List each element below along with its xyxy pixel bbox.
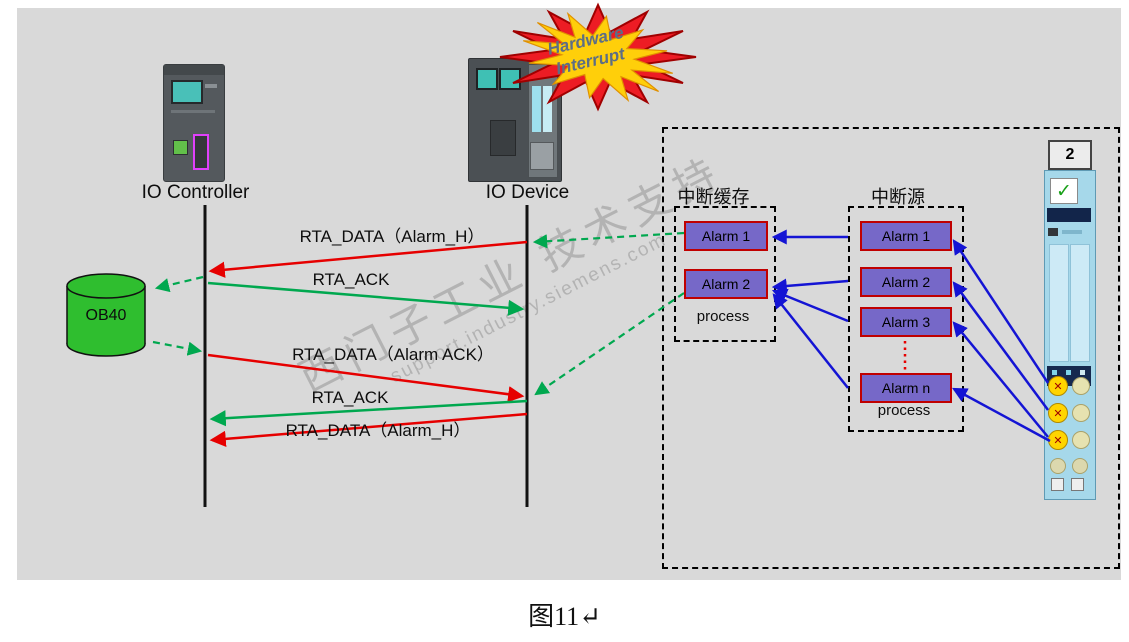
module-slot-badge: 2: [1048, 140, 1092, 170]
io-controller-label: IO Controller: [141, 182, 250, 203]
module-terminal-dot-2: [1066, 370, 1071, 375]
msg1-label: RTA_DATA（Alarm_H）: [299, 227, 485, 246]
module-sf-led: [1048, 228, 1058, 236]
interrupt-source-box: [848, 206, 964, 432]
module-dim-circle-1: [1072, 377, 1090, 395]
source-alarm-1-box: Alarm 1: [860, 221, 952, 251]
device-cyan-strip-2: [543, 86, 552, 132]
module-to-source1-arrow: [952, 239, 1050, 384]
module-terminal-dot-1: [1052, 370, 1057, 375]
source-alarm-2-label: Alarm 2: [881, 274, 931, 290]
module-to-sourcen-arrow: [952, 387, 1051, 443]
interrupt-buffer-box: [674, 206, 776, 342]
msg3-rta-data-alarm-ack-arrow: [207, 353, 525, 403]
msg4-label: RTA_ACK: [311, 388, 389, 407]
interrupt-x-glyph-1: ✕: [1053, 380, 1063, 393]
sourcen-to-buffer2-arrow: [772, 293, 849, 389]
msg5-label: RTA_DATA（Alarm_H）: [285, 421, 471, 440]
module-terminal-dot-3: [1080, 370, 1085, 375]
msg3-label: RTA_DATA（Alarm ACK）: [292, 345, 494, 364]
msg5-rta-data-alarm-h-arrow: [209, 412, 528, 447]
module-check-glyph: ✓: [1056, 180, 1072, 202]
module-dim-circle-4: [1050, 458, 1066, 474]
io-device-label: IO Device: [485, 182, 570, 203]
msg1-rta-data-alarm-h-arrow: [208, 240, 528, 278]
source-alarm-3-box: Alarm 3: [860, 307, 952, 337]
source-alarm-2-box: Alarm 2: [860, 267, 952, 297]
ob40-to-controller-dashed-arrow: [152, 340, 203, 356]
controller-top-band: [164, 65, 224, 75]
ob40-label: OB40: [85, 307, 127, 324]
interrupt-symbol-icon-1: ✕: [1048, 376, 1068, 396]
io-controller-icon: [163, 64, 225, 182]
io-module-icon: 2 ✓ ✕ ✕ ✕: [1042, 140, 1098, 500]
figure-caption: 图11↵: [528, 602, 601, 631]
hardware-interrupt-burst: [499, 2, 697, 112]
interrupt-area-outline: [662, 127, 1120, 569]
ob40-cylinder: [66, 273, 146, 357]
device-terminal-grid: [530, 142, 554, 170]
buffer-alarm-1-label: Alarm 1: [701, 228, 751, 244]
module-dim-circle-3: [1072, 431, 1090, 449]
buffer-process-label: process: [696, 308, 750, 325]
module-to-source2-arrow: [952, 281, 1050, 411]
interrupt-x-glyph-3: ✕: [1053, 434, 1063, 447]
buffer-alarm-1-box: Alarm 1: [684, 221, 768, 251]
interrupt-x-glyph-2: ✕: [1053, 407, 1063, 420]
io-device-icon: [468, 58, 562, 182]
module-dim-circle-5: [1072, 458, 1088, 474]
module-sf-line: [1062, 230, 1082, 234]
source2-to-buffer2-arrow: [771, 278, 849, 294]
device-display-1: [476, 68, 498, 90]
device-cyan-strip-1: [532, 86, 541, 132]
interrupt-buffer-title: 中断缓存: [677, 187, 750, 207]
source-process-label: process: [877, 402, 931, 419]
module-slot-number: 2: [1065, 146, 1075, 163]
msg4-rta-ack-arrow: [209, 399, 528, 427]
controller-screen: [171, 80, 203, 104]
controller-mid-panel: [171, 110, 215, 113]
module-dim-circle-2: [1072, 404, 1090, 422]
controller-keys: [205, 84, 217, 88]
module-to-source3-arrow: [952, 321, 1049, 438]
buffer-to-device-dashed-arrow-2: [534, 292, 685, 396]
interrupt-symbol-icon-2: ✕: [1048, 403, 1068, 423]
module-slot-b: [1070, 244, 1090, 362]
module-type-bar: [1047, 208, 1091, 222]
source-alarm-n-box: Alarm n: [860, 373, 952, 403]
controller-port-magenta: [193, 134, 209, 170]
msg2-rta-ack-arrow: [207, 281, 525, 316]
module-bottom-square-1: [1051, 478, 1064, 491]
source3-to-buffer2-arrow: [771, 288, 849, 323]
msg2-label: RTA_ACK: [312, 270, 390, 289]
controller-port-green: [173, 140, 188, 155]
buffer-to-device-dashed-arrow-1: [532, 231, 685, 249]
buffer-alarm-2-box: Alarm 2: [684, 269, 768, 299]
module-slot-a: [1049, 244, 1069, 362]
interrupt-source-title: 中断源: [871, 187, 925, 207]
source-alarm-1-label: Alarm 1: [881, 228, 931, 244]
controller-to-ob40-dashed-arrow: [154, 275, 204, 293]
source-alarm-3-label: Alarm 3: [881, 314, 931, 330]
module-check-icon: ✓: [1050, 178, 1078, 204]
device-emblem: [490, 120, 516, 156]
star-inner-icon: [523, 11, 673, 103]
buffer-alarm-2-label: Alarm 2: [701, 276, 751, 292]
module-bottom-square-2: [1071, 478, 1084, 491]
source-alarm-n-label: Alarm n: [881, 380, 931, 396]
